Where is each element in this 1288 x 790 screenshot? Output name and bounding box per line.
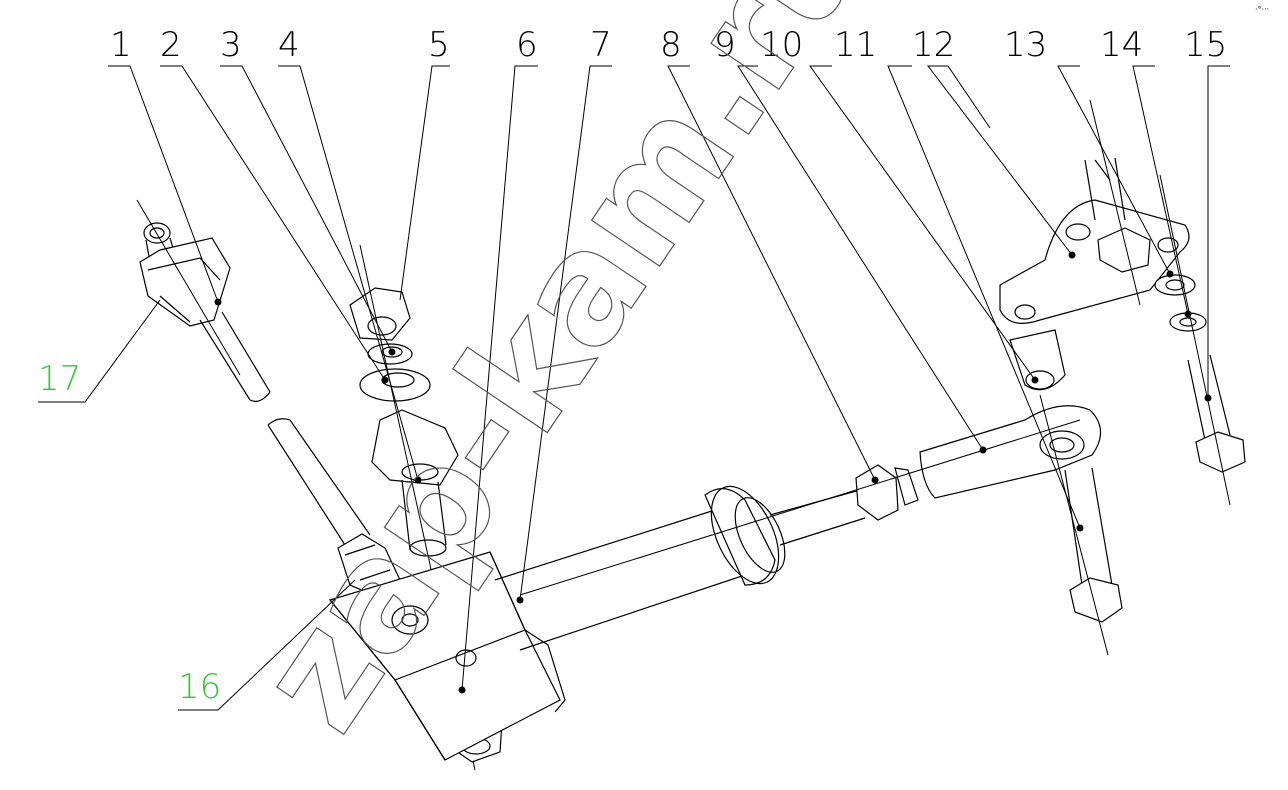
callout-4: 4	[278, 25, 300, 65]
callout-9: 9	[714, 25, 736, 65]
callout-11: 11	[834, 25, 877, 65]
leader-lines	[38, 65, 1230, 711]
part-8-rod-nut	[769, 464, 919, 546]
callout-2: 2	[160, 25, 182, 65]
corner-mark: ·°···	[1255, 5, 1269, 14]
callout-15: 15	[1184, 25, 1227, 65]
watermark: zap-kam.ru	[225, 0, 903, 761]
callout-13: 13	[1004, 25, 1047, 65]
callout-17: 17	[38, 359, 81, 399]
callout-14: 14	[1100, 25, 1143, 65]
callout-7: 7	[590, 25, 612, 65]
part-13-bracket	[999, 99, 1190, 324]
callout-12: 12	[912, 25, 955, 65]
callout-5: 5	[428, 25, 450, 65]
callout-10: 10	[760, 25, 803, 65]
part-12-spacer	[1009, 329, 1066, 391]
leader-dots	[214, 251, 1212, 694]
part-15-bolt	[1159, 174, 1246, 506]
callout-1: 1	[110, 25, 132, 65]
callout-6: 6	[516, 25, 538, 65]
callout-labels: 1 2 3 4 5 6 7 8 9 10 11 12 13 14 15 16 1…	[38, 25, 1227, 707]
callout-16: 16	[178, 667, 221, 707]
part-9-rod-end	[919, 405, 1102, 499]
part-7-cylinder-tube	[494, 485, 786, 651]
callout-8: 8	[660, 25, 682, 65]
part-17-hose-fitting	[136, 199, 271, 402]
part-11-pin	[1039, 394, 1123, 656]
part-14-washers	[1154, 274, 1207, 332]
callout-3: 3	[220, 25, 242, 65]
watermark-text: zap-kam.ru	[226, 0, 903, 760]
cylinder-axis	[519, 419, 1081, 596]
